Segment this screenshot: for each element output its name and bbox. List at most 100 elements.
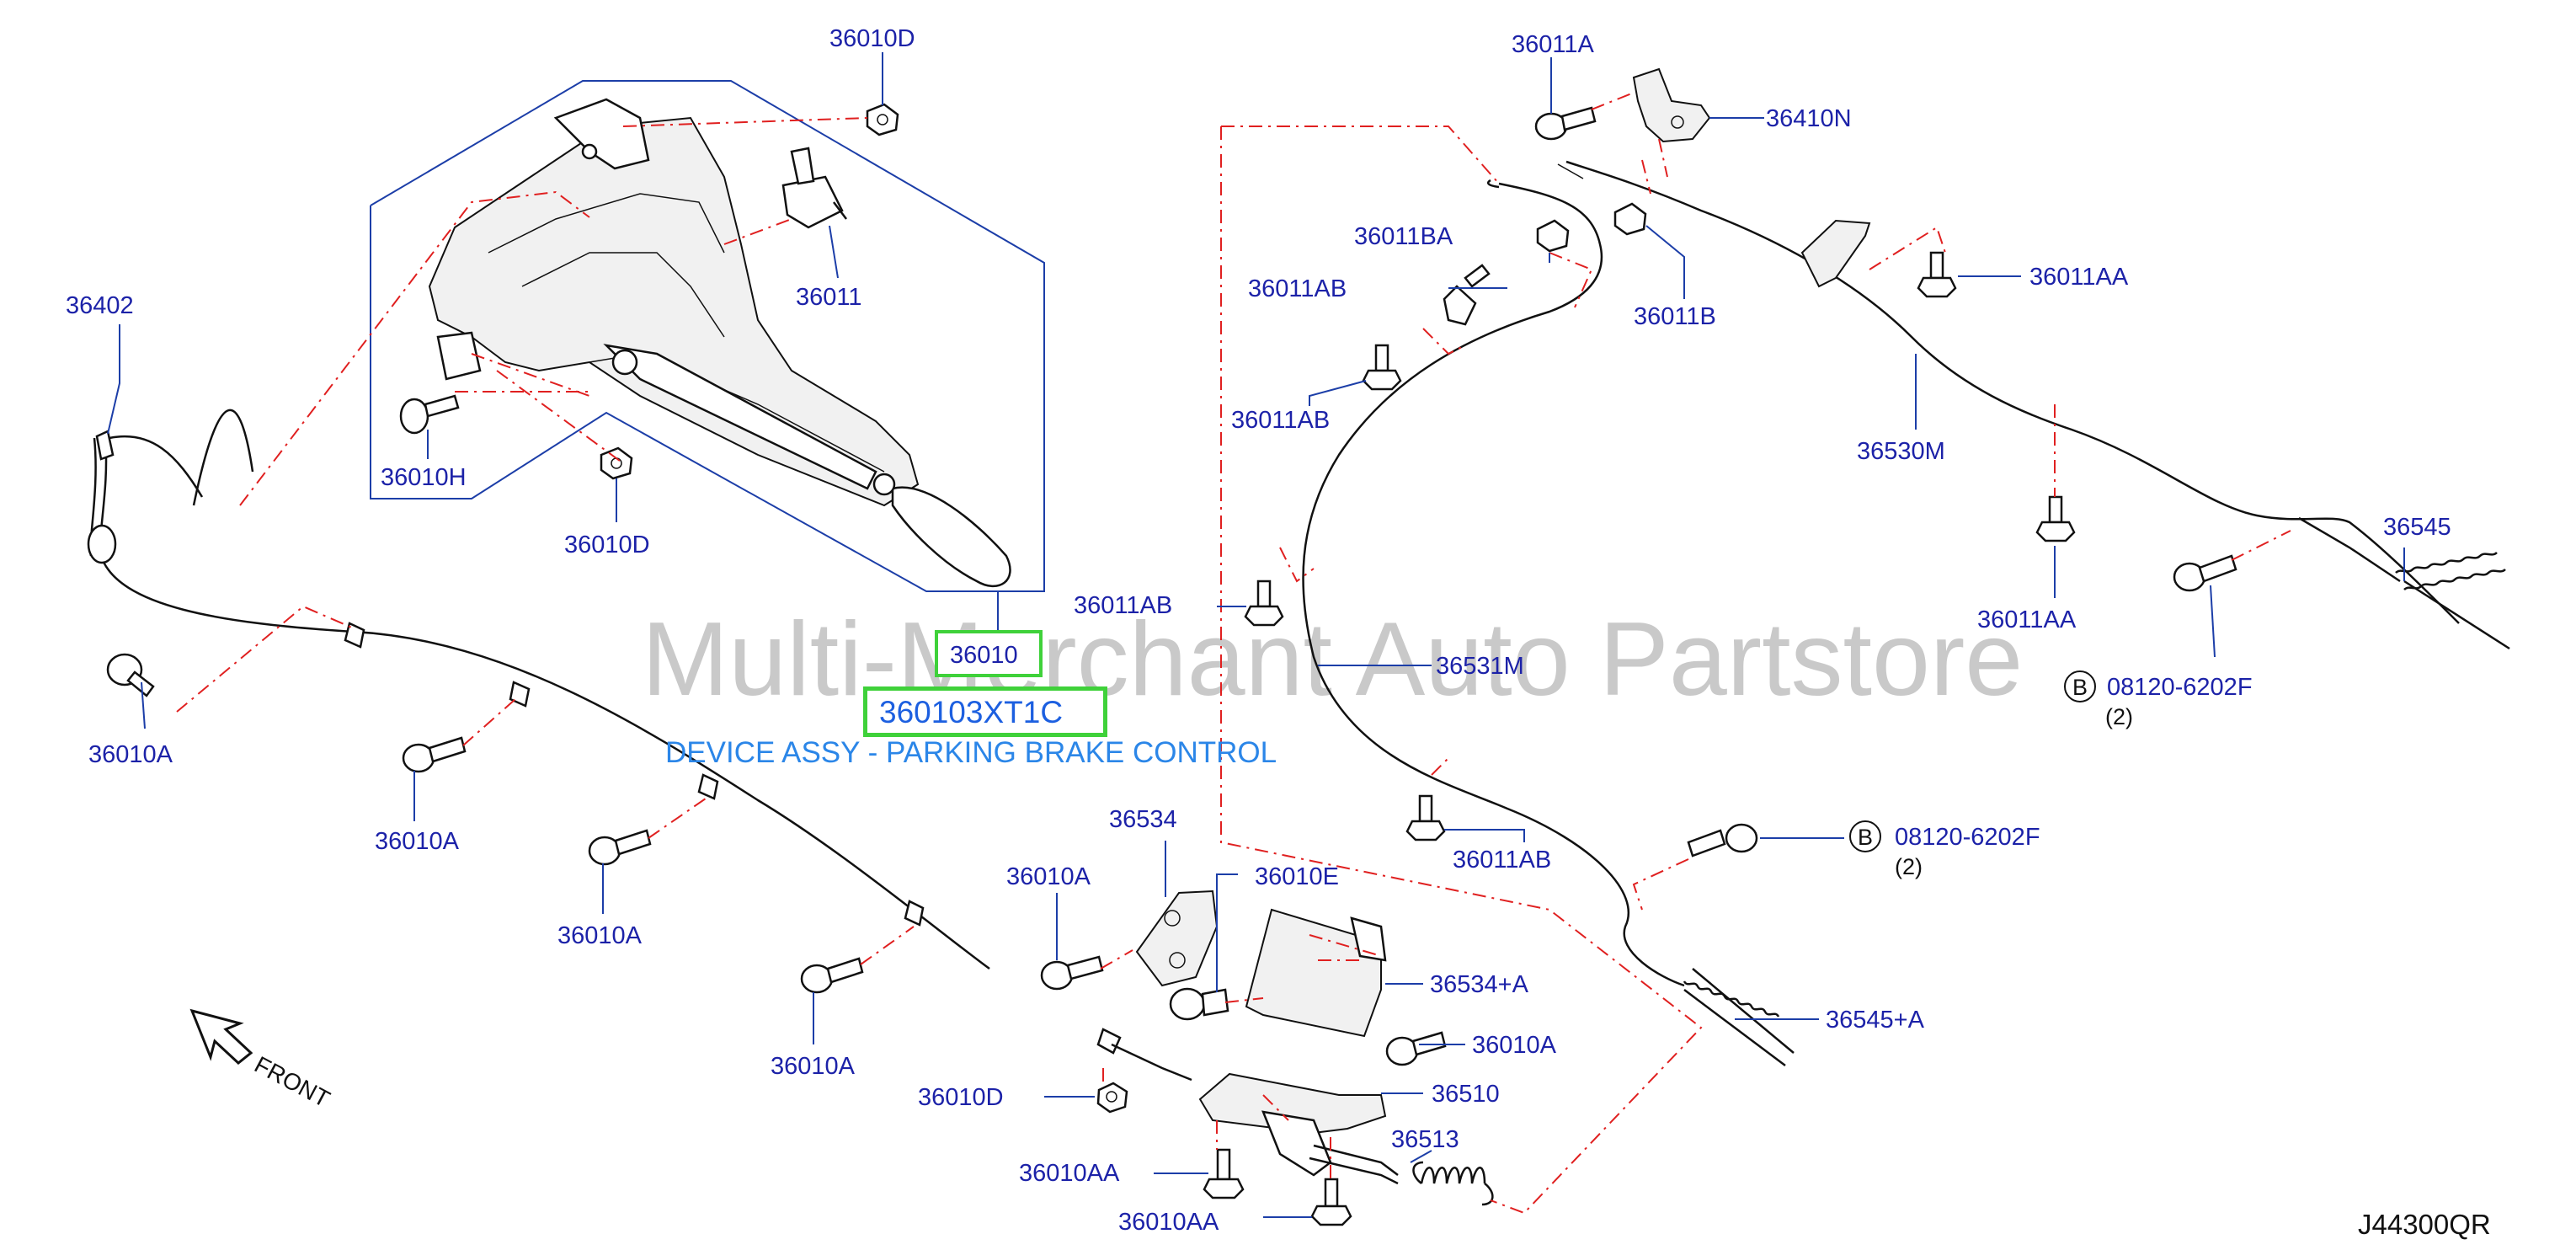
label-08120-2[interactable]: 08120-6202F xyxy=(1895,824,2040,851)
bolt-08120-1-icon xyxy=(2173,554,2237,592)
label-36545[interactable]: 36545 xyxy=(2383,514,2451,541)
highlight-36010-inner xyxy=(938,633,1039,674)
bolt-36011A-icon xyxy=(1534,106,1597,141)
label-08120-1[interactable]: 08120-6202F xyxy=(2107,674,2253,701)
dash-rear-right xyxy=(1869,226,2291,561)
dash-aa xyxy=(1216,1094,1331,1179)
label-36510[interactable]: 36510 xyxy=(1432,1081,1500,1108)
cable-36402-tail xyxy=(109,435,204,498)
label-36011[interactable]: 36011 xyxy=(796,284,862,311)
plate-36534A-icon xyxy=(1245,908,1387,1038)
bolt-08120-2-icon xyxy=(1687,823,1758,857)
label-36410N[interactable]: 36410N xyxy=(1766,105,1852,132)
label-36010A-3[interactable]: 36010A xyxy=(557,922,643,949)
bolt-36010A-1-icon xyxy=(106,653,155,697)
label-36010D-bottom[interactable]: 36010D xyxy=(918,1084,1004,1111)
label-08120-1-qty: (2) xyxy=(2105,704,2133,729)
leader-08120-1 xyxy=(2210,585,2216,658)
bolt-36011AB-4-icon xyxy=(1405,794,1446,841)
bracket-36530M-icon xyxy=(1800,219,1871,288)
brake-lever-assembly xyxy=(428,98,1011,588)
label-36402[interactable]: 36402 xyxy=(66,292,134,319)
label-36545A[interactable]: 36545+A xyxy=(1826,1007,1925,1034)
cable-36530M-end xyxy=(1557,163,1584,179)
bolt-36011AB-3-icon xyxy=(1244,580,1284,627)
dash-rear-lower xyxy=(1431,757,1689,911)
nut-36010D-left-icon xyxy=(600,446,633,480)
bolt-36010AA-2-icon xyxy=(1310,1178,1352,1226)
clip-1-icon xyxy=(344,622,365,649)
leader-36011 xyxy=(829,225,839,279)
bolt-ref-2[interactable]: B 08120-6202F (2) xyxy=(1849,820,2040,879)
label-36011A[interactable]: 36011A xyxy=(1512,31,1594,58)
leader-36513 xyxy=(1410,1150,1432,1163)
highlight-part-number[interactable]: 360103XT1C xyxy=(879,695,1063,729)
switch-36011-icon xyxy=(781,147,847,229)
dash-a4 xyxy=(860,926,915,965)
bolt-36011AA-1-icon xyxy=(1917,251,1957,298)
clip-36010E-icon xyxy=(1169,987,1229,1021)
dash-rear-outline xyxy=(1220,126,1703,1215)
bolt-36011AA-2-icon xyxy=(2035,495,2076,542)
label-36534[interactable]: 36534 xyxy=(1109,806,1177,833)
label-36010A-1[interactable]: 36010A xyxy=(88,741,173,768)
bolt-36011AB-1-icon xyxy=(1443,264,1491,326)
clip-3-icon xyxy=(697,773,719,800)
cable-36402-end xyxy=(192,409,254,506)
label-36010H[interactable]: 36010H xyxy=(381,464,467,491)
label-36513[interactable]: 36513 xyxy=(1391,1126,1459,1153)
bolt-36010A-5-icon xyxy=(1040,955,1104,991)
label-36011AB-2[interactable]: 36011AB xyxy=(1231,407,1330,434)
label-36010A-6[interactable]: 36010A xyxy=(1472,1032,1557,1059)
label-36010AA-1[interactable]: 36010AA xyxy=(1019,1160,1120,1187)
label-36010[interactable]: 36010 xyxy=(950,642,1018,669)
label-36010E[interactable]: 36010E xyxy=(1255,863,1339,890)
cable-36402-rod xyxy=(1111,1043,1192,1082)
label-36010D-left[interactable]: 36010D xyxy=(564,532,650,558)
label-08120-2-qty: (2) xyxy=(1895,854,1923,879)
b-marker-2: B xyxy=(1858,825,1873,850)
bolt-36010A-4-icon xyxy=(800,957,864,994)
bolt-36011AB-2-icon xyxy=(1362,344,1402,391)
front-label: FRONT xyxy=(250,1051,334,1113)
leader-36011B xyxy=(1645,225,1685,299)
label-36530M[interactable]: 36530M xyxy=(1857,438,1945,465)
dash-a3 xyxy=(648,798,707,839)
label-36534A[interactable]: 36534+A xyxy=(1430,971,1529,998)
nut-36011BA-icon xyxy=(1536,219,1570,253)
bracket-36410N-icon xyxy=(1632,67,1711,143)
leader-36011AB-2 xyxy=(1309,380,1367,406)
cable-36530M xyxy=(1565,160,2460,624)
label-36011BA[interactable]: 36011BA xyxy=(1354,223,1453,250)
spring-36513-icon xyxy=(1412,1161,1494,1206)
label-36010A-2[interactable]: 36010A xyxy=(375,828,460,855)
nut-36010D-bottom-icon xyxy=(1096,1082,1128,1114)
cable-end-clip-icon xyxy=(1096,1028,1122,1055)
label-36011AB-4[interactable]: 36011AB xyxy=(1453,847,1551,873)
equalizer-bracket-36510-icon xyxy=(1198,1072,1399,1185)
label-36010A-5[interactable]: 36010A xyxy=(1006,863,1091,890)
highlight-description: DEVICE ASSY - PARKING BRAKE CONTROL xyxy=(665,736,1277,769)
cable-grommet-icon xyxy=(87,524,117,564)
nut-36010D-top-icon xyxy=(866,103,899,136)
cable-end-icon xyxy=(95,430,115,461)
label-36011AB-3[interactable]: 36011AB xyxy=(1074,592,1172,619)
leader-36402 xyxy=(107,324,120,435)
label-36011AA-1[interactable]: 36011AA xyxy=(2029,264,2129,291)
label-36531M[interactable]: 36531M xyxy=(1436,653,1524,680)
bolt-36010A-3-icon xyxy=(588,829,652,866)
label-36011AA-2[interactable]: 36011AA xyxy=(1977,606,2077,633)
label-36010D-top[interactable]: 36010D xyxy=(829,25,915,52)
bolt-36010AA-1-icon xyxy=(1203,1148,1245,1199)
bolt-ref-1[interactable]: B 08120-6202F (2) xyxy=(2064,670,2253,729)
dash-a1 xyxy=(176,605,355,713)
front-arrow-icon xyxy=(189,1008,253,1065)
label-36010A-4[interactable]: 36010A xyxy=(771,1053,856,1080)
label-36011B[interactable]: 36011B xyxy=(1634,303,1716,330)
cable-end-36545-icon xyxy=(2395,551,2510,650)
label-36010AA-2[interactable]: 36010AA xyxy=(1118,1209,1219,1236)
cable-36531M-end xyxy=(1487,179,1500,189)
label-36011AB-1[interactable]: 36011AB xyxy=(1248,275,1347,302)
dash-rear-upper xyxy=(1279,92,1668,583)
